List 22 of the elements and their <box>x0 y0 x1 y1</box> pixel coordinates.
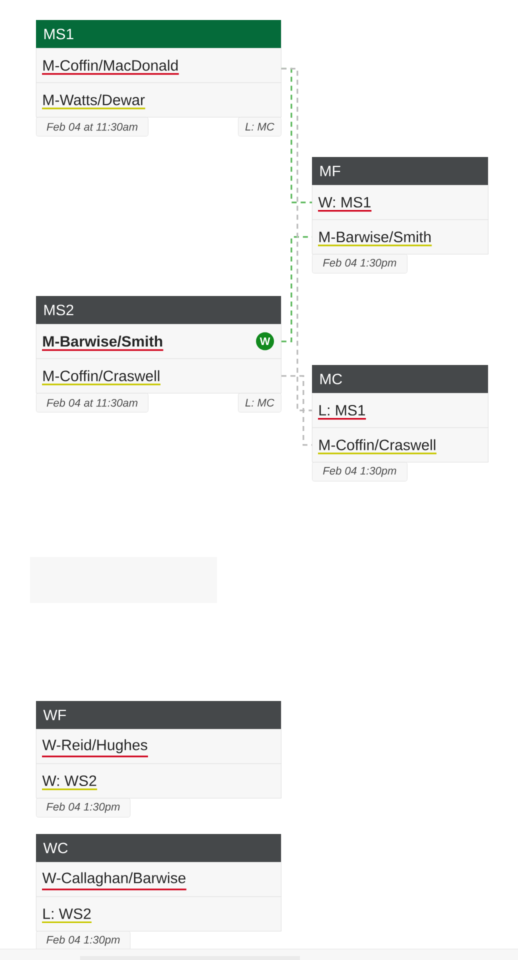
team-row: M-Barwise/Smith <box>312 220 488 254</box>
team-row: W-Callaghan/Barwise <box>36 862 282 897</box>
team-row: M-Watts/Dewar <box>36 82 282 118</box>
team-row: M-Coffin/Craswell <box>36 358 282 394</box>
team-row: L: MS1 <box>312 393 488 428</box>
bracket-connector <box>281 68 312 412</box>
schedule-tab: Feb 04 1:30pm <box>312 254 408 274</box>
team-row: M-Coffin/Craswell <box>312 428 488 462</box>
team-row: W: MS1 <box>312 185 488 220</box>
winner-badge: W <box>256 332 274 350</box>
schedule-tab: Feb 04 1:30pm <box>36 798 130 818</box>
schedule-tab: Feb 04 1:30pm <box>36 931 130 950</box>
team-row: W-Reid/Hughes <box>36 729 282 764</box>
schedule-tab: Feb 04 at 11:30am <box>36 117 148 136</box>
schedule-tab: Feb 04 1:30pm <box>312 462 408 482</box>
team-row: W: WS2 <box>36 764 282 798</box>
bracket-connector <box>281 375 312 446</box>
schedule-tab: L: MC <box>238 393 282 412</box>
team-row: L: WS2 <box>36 896 282 932</box>
schedule-tab: L: MC <box>238 117 282 136</box>
schedule-tab: Feb 04 at 11:30am <box>36 393 148 412</box>
team-row: M-Coffin/MacDonald <box>36 48 282 83</box>
